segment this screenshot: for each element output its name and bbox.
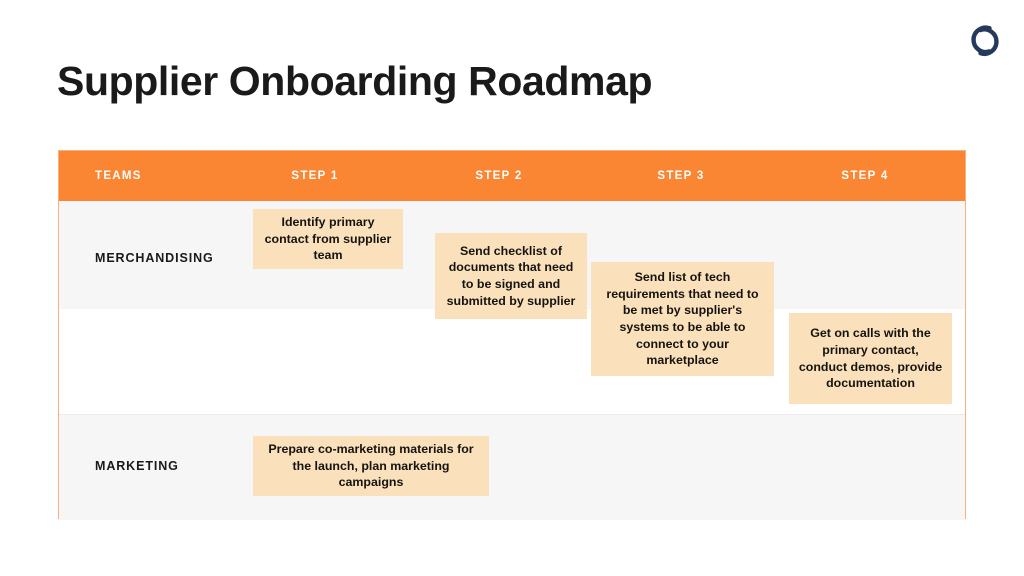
step-card-marketing-step-1[interactable]: Prepare co-marketing materials for the l… xyxy=(253,436,489,496)
step-card-merchandising-step-1[interactable]: Identify primary contact from supplier t… xyxy=(253,209,403,269)
step-card-merchandising-step-4[interactable]: Get on calls with the primary contact, c… xyxy=(789,313,952,404)
column-header-teams: TEAMS xyxy=(95,170,142,182)
page-title: Supplier Onboarding Roadmap xyxy=(57,58,653,104)
column-header-step-2: STEP 2 xyxy=(475,170,523,182)
column-header-step-4: STEP 4 xyxy=(841,170,889,182)
step-card-merchandising-step-2[interactable]: Send checklist of documents that need to… xyxy=(435,233,587,319)
column-header-step-1: STEP 1 xyxy=(291,170,339,182)
table-header-row: TEAMS STEP 1 STEP 2 STEP 3 STEP 4 xyxy=(59,151,965,201)
row-label-marketing: MARKETING xyxy=(95,459,179,473)
step-card-merchandising-step-3[interactable]: Send list of tech requirements that need… xyxy=(591,262,774,376)
roadmap-table: TEAMS STEP 1 STEP 2 STEP 3 STEP 4 MERCHA… xyxy=(58,150,966,520)
row-label-merchandising: MERCHANDISING xyxy=(95,251,214,265)
row-band-marketing xyxy=(59,414,965,520)
brand-monogram-logo xyxy=(962,18,1008,64)
column-header-step-3: STEP 3 xyxy=(657,170,705,182)
